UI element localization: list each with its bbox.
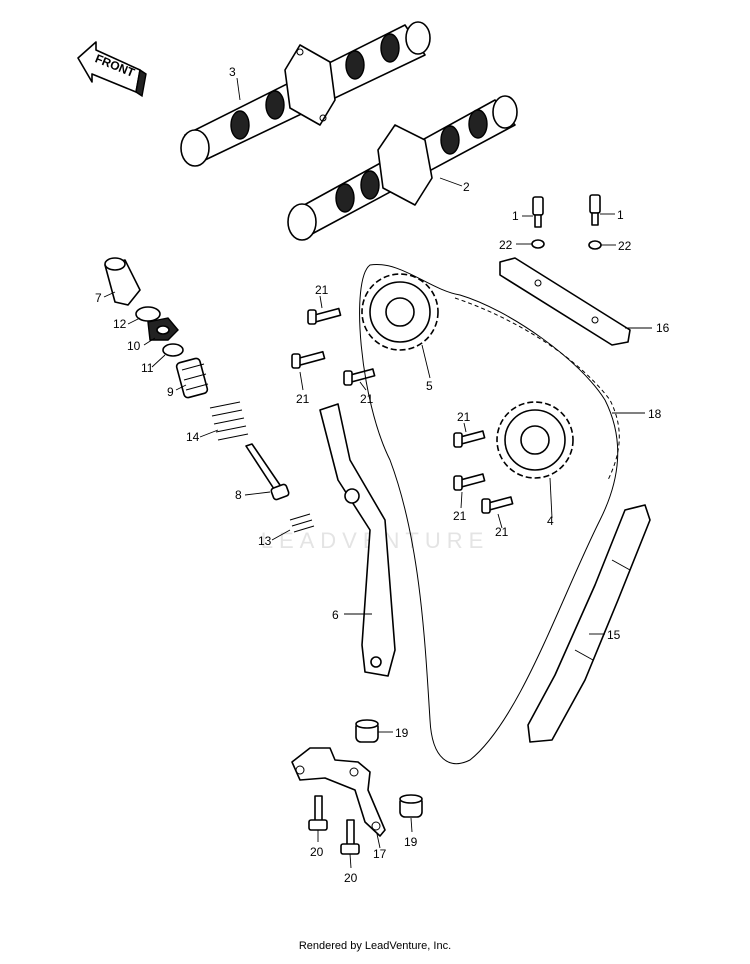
callout-13: 13 bbox=[258, 534, 272, 548]
cam-chain bbox=[359, 263, 620, 765]
callout-21: 21 bbox=[495, 525, 509, 539]
callout-19: 19 bbox=[404, 835, 418, 849]
chain-guide-upper bbox=[499, 257, 631, 346]
tensioner-spring bbox=[209, 401, 249, 441]
callout-16: 16 bbox=[656, 321, 670, 335]
callout-10: 10 bbox=[127, 339, 141, 353]
lock-nut bbox=[147, 317, 179, 341]
callout-1: 1 bbox=[512, 209, 519, 223]
sprocket-bolt bbox=[481, 496, 514, 514]
camshaft-upper bbox=[180, 21, 431, 167]
footer-credit: Rendered by LeadVenture, Inc. bbox=[298, 940, 452, 952]
chain-guide-front bbox=[527, 504, 651, 743]
cap-bolt-left bbox=[531, 196, 545, 249]
callout-21: 21 bbox=[453, 509, 467, 523]
callout-4: 4 bbox=[547, 514, 554, 528]
callout-12: 12 bbox=[113, 317, 127, 331]
cap-bolt-right bbox=[588, 194, 602, 250]
collar-lower bbox=[399, 794, 423, 818]
callout-21: 21 bbox=[296, 392, 310, 406]
push-rod bbox=[245, 443, 290, 501]
holder-bolt-left bbox=[308, 795, 328, 831]
callout-1: 1 bbox=[617, 208, 624, 222]
callout-6: 6 bbox=[332, 608, 339, 622]
callout-22: 22 bbox=[499, 238, 513, 252]
tensioner-body bbox=[175, 357, 209, 399]
callout-11: 11 bbox=[141, 361, 154, 375]
cam-sprocket-upper bbox=[361, 273, 439, 351]
tensioner-cap bbox=[104, 257, 141, 306]
callout-7: 7 bbox=[95, 291, 102, 305]
callout-5: 5 bbox=[426, 379, 433, 393]
callout-8: 8 bbox=[235, 488, 242, 502]
sprocket-bolt bbox=[453, 473, 486, 491]
leader-lines bbox=[103, 77, 652, 869]
sprocket-bolt bbox=[343, 368, 376, 386]
callout-18: 18 bbox=[648, 407, 662, 421]
callout-15: 15 bbox=[607, 628, 621, 642]
sprocket-bolt bbox=[307, 307, 342, 325]
callout-20: 20 bbox=[344, 871, 358, 885]
o-ring bbox=[135, 306, 161, 322]
tensioner-guide bbox=[319, 403, 396, 677]
callout-21: 21 bbox=[315, 283, 329, 297]
callout-19: 19 bbox=[395, 726, 409, 740]
camshaft-lower bbox=[287, 95, 518, 241]
holder-bolt-right bbox=[340, 819, 360, 855]
callout-14: 14 bbox=[186, 430, 200, 444]
collar-upper bbox=[355, 719, 379, 743]
callout-22: 22 bbox=[618, 239, 632, 253]
callout-3: 3 bbox=[229, 65, 236, 79]
callout-9: 9 bbox=[167, 385, 174, 399]
callout-17: 17 bbox=[373, 847, 387, 861]
front-arrow: FRONT bbox=[77, 41, 147, 98]
callout-21: 21 bbox=[457, 410, 471, 424]
sprocket-bolt bbox=[453, 430, 486, 448]
callout-20: 20 bbox=[310, 845, 324, 859]
callout-2: 2 bbox=[463, 180, 470, 194]
callouts: 3 2 1 1 22 22 16 7 12 10 11 9 14 8 13 21… bbox=[95, 65, 670, 885]
guide-holder bbox=[291, 747, 386, 837]
washer bbox=[162, 343, 184, 357]
callout-21: 21 bbox=[360, 392, 374, 406]
small-spring bbox=[289, 513, 315, 533]
sprocket-bolt bbox=[291, 350, 326, 369]
cam-sprocket-lower bbox=[496, 401, 574, 479]
